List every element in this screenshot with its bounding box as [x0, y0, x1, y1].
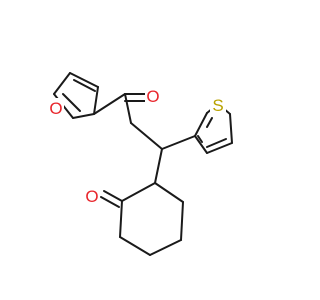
furan-o-bg: [48, 98, 64, 118]
bond-carbonyl-to-ch2: [124, 93, 132, 124]
thiophene-bond-2: [229, 113, 233, 144]
cyclohexane-bond-5: [119, 200, 123, 238]
structure-canvas: O O S O: [48, 72, 233, 256]
thiophene-bond-4: [194, 135, 208, 154]
thiophene-bond-3: [206, 142, 233, 154]
cyclohexane-bond-1: [154, 182, 184, 203]
furan-bond-2-inner: [73, 79, 96, 92]
thiophene-bond-4-inner: [197, 135, 203, 143]
thiophene-s-bg: [210, 95, 226, 115]
ketone-oxygen-label: O: [146, 87, 159, 106]
bond-furan-to-carbonyl: [93, 93, 126, 115]
thiophene-bond-3-inner: [206, 138, 227, 148]
molecule-diagram: O O S O: [48, 72, 233, 256]
ketone-o-bg: [145, 86, 161, 106]
cyclohexane-bond-3: [149, 239, 182, 256]
thiophene-bond-1-inner: [206, 117, 213, 128]
furan-bond-4: [72, 113, 95, 119]
cyclohexane-bond-4: [119, 236, 151, 256]
cyclohexanone-ring: [100, 182, 184, 256]
cyclohexanone-oxygen-label: O: [85, 187, 98, 206]
bond-ch-to-thiophene: [161, 135, 196, 150]
cyclohexanone-co-bond-2: [100, 196, 120, 208]
cyclohexane-bond-6: [121, 182, 156, 202]
bond-ch-to-cyclohexane: [154, 148, 163, 184]
thiophene-ring: [161, 107, 233, 154]
bond-ch2-to-ch: [130, 122, 163, 150]
furan-oxygen-label: O: [49, 99, 62, 118]
furan-bond-2: [69, 72, 99, 88]
cyclohexane-bond-2: [180, 201, 184, 241]
furan-bond-1: [53, 72, 71, 95]
cyclohexanone-o-bg: [84, 186, 100, 206]
furan-bond-3: [93, 86, 99, 115]
thiophene-sulfur-label: S: [212, 96, 223, 115]
furan-bond-5-inner: [62, 93, 81, 112]
cyclohexanone-co-bond-1: [103, 190, 123, 202]
thiophene-bond-1: [194, 112, 208, 137]
